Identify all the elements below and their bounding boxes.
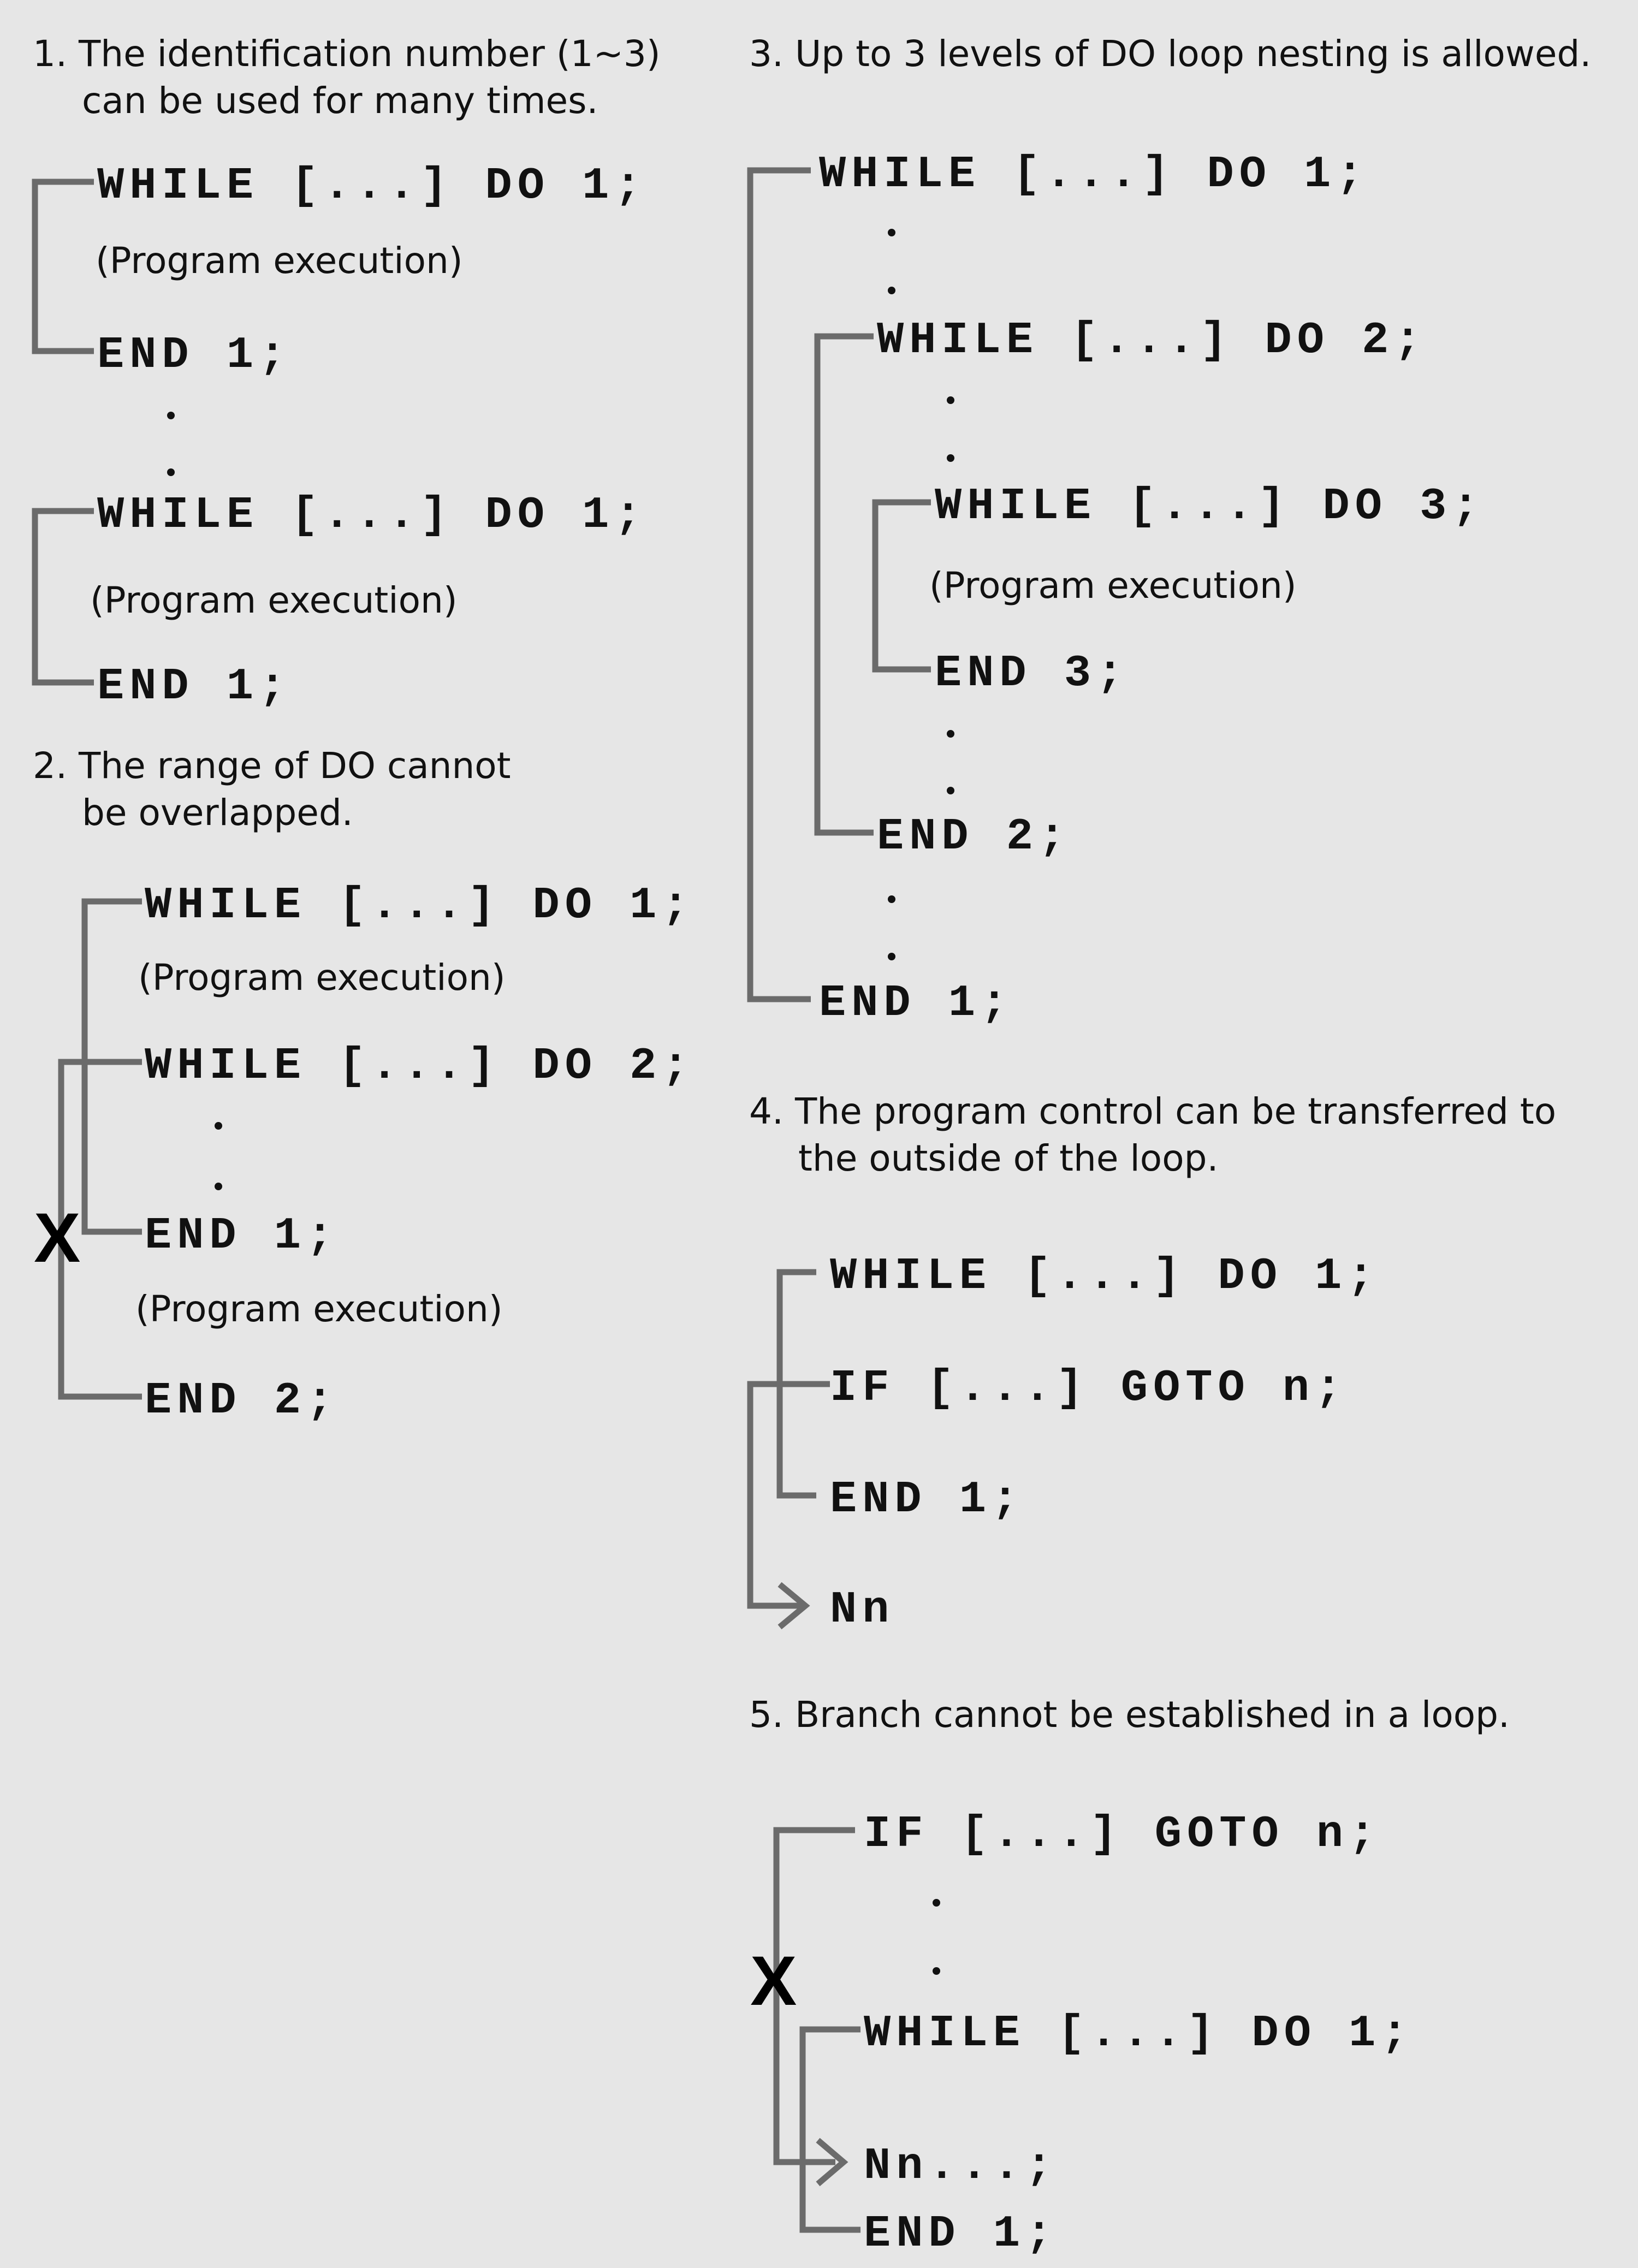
- s3-ellipsis-dot: [947, 730, 954, 738]
- s3-ellipsis-dot: [888, 287, 895, 294]
- s1-loop-bracket-1: [32, 179, 94, 354]
- s3-end1: END 1;: [819, 978, 1013, 1029]
- s3-while-do3: WHILE [...] DO 3;: [935, 481, 1485, 532]
- s2-while-do2: WHILE [...] DO 2;: [145, 1041, 695, 1091]
- s5-if-goto: IF [...] GOTO n;: [864, 1809, 1381, 1860]
- s3-end2: END 2;: [877, 811, 1071, 862]
- s2-invalid-x-mark: X: [34, 1199, 81, 1277]
- s5-branch-arrowhead: [816, 2138, 848, 2187]
- s4-end1: END 1;: [830, 1474, 1024, 1525]
- s2-ellipsis-dot: [215, 1122, 222, 1130]
- s3-ellipsis-dot: [947, 396, 954, 404]
- s1-ellipsis-dot: [167, 468, 175, 476]
- s4-if-goto: IF [...] GOTO n;: [830, 1363, 1348, 1414]
- s3-while-do2: WHILE [...] DO 2;: [877, 315, 1427, 366]
- s1-loop-bracket-2: [32, 508, 94, 686]
- s4-jump-path: [747, 1381, 830, 1609]
- s4-nn-target: Nn: [830, 1584, 895, 1635]
- s2-end1: END 1;: [145, 1210, 339, 1261]
- s3-end3: END 3;: [935, 648, 1129, 699]
- s1-title-line1: 1. The identification number (1~3): [33, 33, 661, 75]
- s2-loop-bracket-do1: [81, 898, 142, 1235]
- s5-nn-target: Nn...;: [864, 2141, 1058, 2192]
- s1-ellipsis-dot: [167, 412, 175, 419]
- s3-ellipsis-dot: [947, 787, 954, 794]
- s5-while-do1: WHILE [...] DO 1;: [864, 2008, 1414, 2059]
- s4-while-do1: WHILE [...] DO 1;: [830, 1251, 1380, 1302]
- s1-end1-first: END 1;: [97, 330, 292, 381]
- s5-invalid-x-mark: X: [750, 1942, 797, 2020]
- s2-title-line1: 2. The range of DO cannot: [33, 745, 511, 787]
- s2-title-line2: be overlapped.: [82, 792, 353, 834]
- s2-program-execution-second: (Program execution): [135, 1288, 503, 1330]
- s1-while-do1-second: WHILE [...] DO 1;: [97, 490, 647, 541]
- s4-jump-arrowhead: [778, 1582, 810, 1630]
- s3-ellipsis-dot: [888, 953, 895, 960]
- s3-program-execution: (Program execution): [929, 565, 1297, 607]
- s3-title: 3. Up to 3 levels of DO loop nesting is …: [749, 33, 1592, 75]
- s5-title: 5. Branch cannot be established in a loo…: [749, 1694, 1510, 1736]
- s5-ellipsis-dot: [933, 1899, 940, 1907]
- s2-while-do1: WHILE [...] DO 1;: [145, 880, 695, 931]
- s3-loop-bracket-do1: [747, 167, 811, 1002]
- s5-ellipsis-dot: [933, 1967, 940, 1975]
- s3-ellipsis-dot: [888, 229, 895, 236]
- s5-end1: END 1;: [864, 2208, 1058, 2259]
- s1-program-execution-first: (Program execution): [96, 240, 463, 282]
- s2-program-execution-first: (Program execution): [138, 957, 506, 999]
- s3-loop-bracket-do3: [872, 499, 931, 673]
- s2-end2: END 2;: [145, 1375, 339, 1426]
- s2-ellipsis-dot: [215, 1183, 222, 1190]
- s1-while-do1-first: WHILE [...] DO 1;: [97, 161, 647, 211]
- s3-while-do1: WHILE [...] DO 1;: [819, 149, 1369, 200]
- s5-loop-bracket: [799, 2026, 860, 2233]
- s3-loop-bracket-do2: [814, 333, 874, 836]
- s5-branch-path: [773, 1827, 855, 2165]
- s1-program-execution-second: (Program execution): [90, 579, 458, 621]
- s4-title-line2: the outside of the loop.: [798, 1137, 1219, 1179]
- s4-title-line1: 4. The program control can be transferre…: [749, 1090, 1557, 1132]
- s1-title-line2: can be used for many times.: [82, 80, 598, 122]
- s3-ellipsis-dot: [888, 895, 895, 903]
- s3-ellipsis-dot: [947, 454, 954, 462]
- s1-end1-second: END 1;: [97, 661, 292, 712]
- s2-loop-bracket-do2: [58, 1059, 142, 1400]
